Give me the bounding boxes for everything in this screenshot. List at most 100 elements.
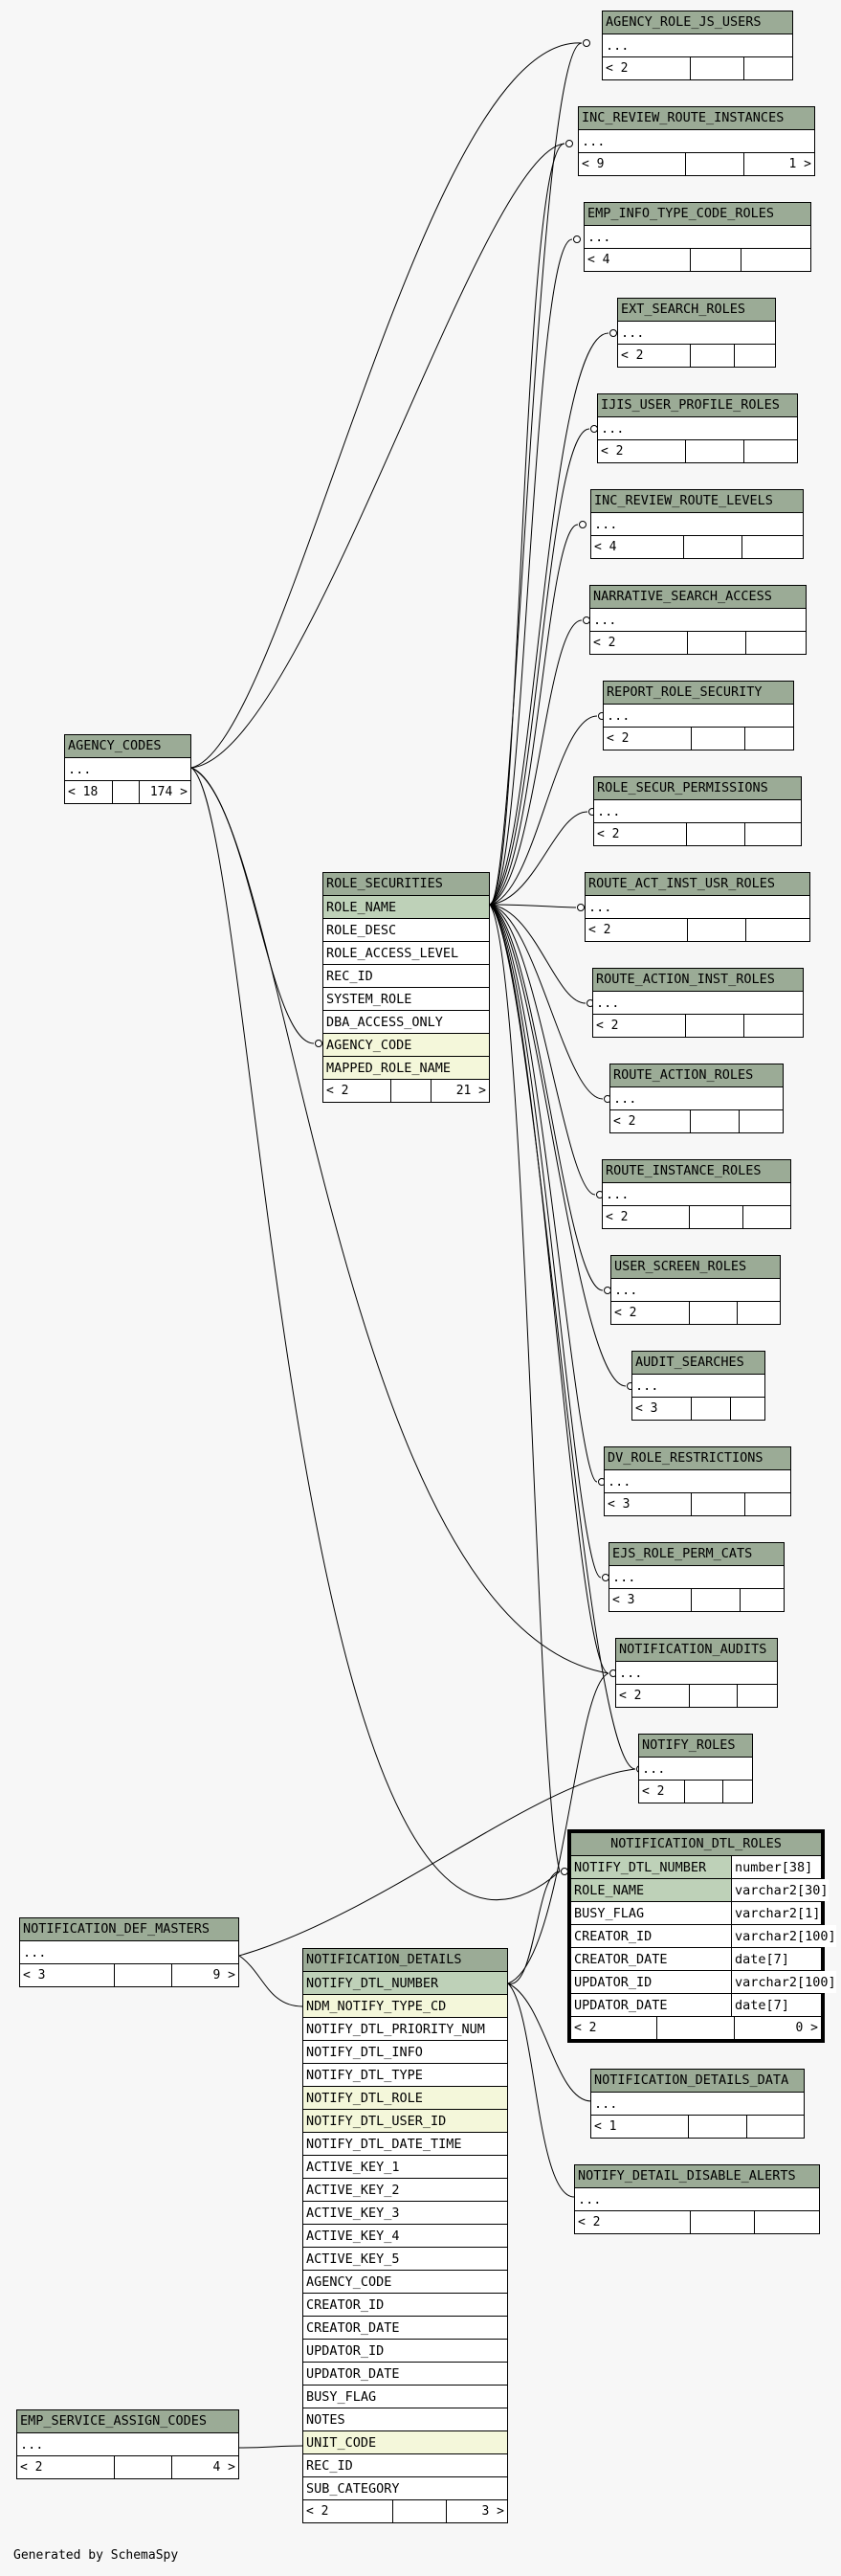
notify-detail-disable-alerts-table[interactable]: NOTIFY_DETAIL_DISABLE_ALERTS...< 2: [574, 2164, 820, 2234]
table-header[interactable]: NOTIFY_DETAIL_DISABLE_ALERTS: [575, 2165, 819, 2188]
child-count[interactable]: 21 >: [455, 1084, 486, 1098]
column-row[interactable]: ...: [591, 2093, 804, 2116]
table-header[interactable]: NOTIFICATION_DTL_ROLES: [571, 1833, 821, 1856]
footer-cell[interactable]: [691, 345, 736, 367]
column-row[interactable]: UPDATOR_ID: [303, 2340, 507, 2363]
table-header[interactable]: EXT_SEARCH_ROLES: [618, 299, 775, 322]
table-header[interactable]: NOTIFY_ROLES: [639, 1735, 752, 1758]
child-count[interactable]: [744, 1015, 803, 1037]
parent-count[interactable]: < 2: [616, 1685, 690, 1707]
column-row[interactable]: ...: [604, 705, 793, 728]
table-header[interactable]: NOTIFICATION_DETAILS: [303, 1949, 507, 1972]
column-row[interactable]: CREATOR_DATE: [303, 2317, 507, 2340]
child-count[interactable]: 174 >: [149, 785, 188, 799]
column-row[interactable]: ...: [593, 992, 803, 1015]
parent-count[interactable]: < 2: [594, 823, 687, 845]
footer-cell[interactable]: [691, 2211, 755, 2233]
table-header[interactable]: AGENCY_ROLE_JS_USERS: [603, 11, 792, 34]
column-row[interactable]: ACTIVE_KEY_4: [303, 2225, 507, 2248]
column-row[interactable]: ...: [586, 896, 809, 919]
notify-roles-table[interactable]: NOTIFY_ROLES...< 2: [638, 1734, 753, 1803]
table-header[interactable]: ROUTE_ACTION_INST_ROLES: [593, 969, 803, 992]
route-action-inst-roles-table[interactable]: ROUTE_ACTION_INST_ROLES...< 2: [592, 968, 804, 1038]
column-row[interactable]: ...: [65, 758, 190, 781]
column-row[interactable]: NOTIFY_DTL_PRIORITY_NUM: [303, 2018, 507, 2041]
column-row[interactable]: ...: [594, 800, 801, 823]
child-count[interactable]: [738, 1302, 780, 1324]
column-row[interactable]: ...: [575, 2188, 819, 2211]
footer-cell[interactable]: [691, 57, 744, 79]
column-row[interactable]: CREATOR_ID: [303, 2294, 507, 2317]
column-row[interactable]: NOTIFY_DTL_NUMBER: [303, 1972, 507, 1995]
footer-cell[interactable]: [115, 1964, 172, 1986]
audit-searches-table[interactable]: AUDIT_SEARCHES...< 3: [631, 1351, 765, 1421]
column-row[interactable]: ...: [585, 226, 810, 249]
footer-cell[interactable]: [393, 2500, 448, 2522]
column-row[interactable]: BUSY_FLAG: [303, 2386, 507, 2408]
footer-cell[interactable]: [391, 1080, 432, 1102]
footer-cell[interactable]: [692, 1493, 746, 1515]
child-count[interactable]: [746, 632, 806, 654]
emp-info-type-code-roles-table[interactable]: EMP_INFO_TYPE_CODE_ROLES...< 4: [584, 202, 811, 272]
ijis-user-profile-roles-table[interactable]: IJIS_USER_PROFILE_ROLES...< 2: [597, 393, 798, 463]
column-row[interactable]: AGENCY_CODE: [323, 1034, 489, 1057]
footer-cell[interactable]: [115, 2456, 172, 2478]
parent-count[interactable]: < 2: [604, 728, 692, 750]
footer-cell[interactable]: [690, 1302, 739, 1324]
parent-count[interactable]: < 4: [585, 249, 692, 271]
child-count[interactable]: [745, 823, 801, 845]
child-count[interactable]: [741, 1589, 784, 1611]
column-row[interactable]: ...: [579, 130, 814, 153]
footer-cell[interactable]: [684, 536, 743, 558]
child-count[interactable]: [742, 536, 803, 558]
parent-count[interactable]: < 2: [610, 1110, 692, 1132]
parent-count[interactable]: < 3: [632, 1398, 692, 1420]
child-count[interactable]: [738, 1685, 777, 1707]
column-row[interactable]: ...: [609, 1566, 784, 1589]
footer-cell[interactable]: [690, 1685, 739, 1707]
table-header[interactable]: NOTIFICATION_DEF_MASTERS: [20, 1918, 238, 1941]
child-count[interactable]: [747, 2116, 804, 2138]
parent-count[interactable]: < 2: [598, 440, 687, 462]
column-row[interactable]: ...: [590, 609, 806, 632]
footer-cell[interactable]: [688, 919, 747, 941]
user-screen-roles-table[interactable]: USER_SCREEN_ROLES...< 2: [610, 1255, 781, 1325]
footer-cell[interactable]: [691, 1110, 741, 1132]
parent-count[interactable]: < 3: [605, 1493, 693, 1515]
column-row[interactable]: ...: [603, 34, 792, 57]
column-row[interactable]: MAPPED_ROLE_NAME: [323, 1057, 489, 1080]
column-row[interactable]: ROLE_NAME: [323, 896, 489, 919]
table-header[interactable]: AUDIT_SEARCHES: [632, 1352, 764, 1375]
child-count[interactable]: [755, 2211, 819, 2233]
child-count[interactable]: [745, 1493, 790, 1515]
column-row[interactable]: ...: [598, 417, 797, 440]
table-header[interactable]: ROLE_SECUR_PERMISSIONS: [594, 777, 801, 800]
parent-count[interactable]: < 2: [303, 2500, 394, 2522]
child-count[interactable]: [723, 1781, 753, 1803]
child-count[interactable]: [740, 1110, 783, 1132]
column-row[interactable]: ...: [616, 1662, 777, 1685]
child-count[interactable]: [744, 440, 797, 462]
table-header[interactable]: ROUTE_INSTANCE_ROLES: [603, 1160, 790, 1183]
footer-cell[interactable]: [692, 1398, 731, 1420]
column-row[interactable]: ...: [618, 322, 775, 345]
footer-cell[interactable]: [692, 728, 745, 750]
child-count[interactable]: [735, 345, 775, 367]
column-row[interactable]: ROLE_DESC: [323, 919, 489, 942]
parent-count[interactable]: < 9: [579, 153, 686, 175]
child-count[interactable]: 4 >: [212, 2460, 235, 2475]
narrative-search-access-table[interactable]: NARRATIVE_SEARCH_ACCESS...< 2: [589, 585, 807, 655]
notification-details-data-table[interactable]: NOTIFICATION_DETAILS_DATA...< 1: [590, 2069, 805, 2139]
column-row[interactable]: DBA_ACCESS_ONLY: [323, 1011, 489, 1034]
column-row[interactable]: ...: [591, 513, 803, 536]
column-row[interactable]: ...: [20, 1941, 238, 1964]
column-row[interactable]: REC_ID: [303, 2454, 507, 2477]
parent-count[interactable]: < 18: [65, 781, 114, 803]
